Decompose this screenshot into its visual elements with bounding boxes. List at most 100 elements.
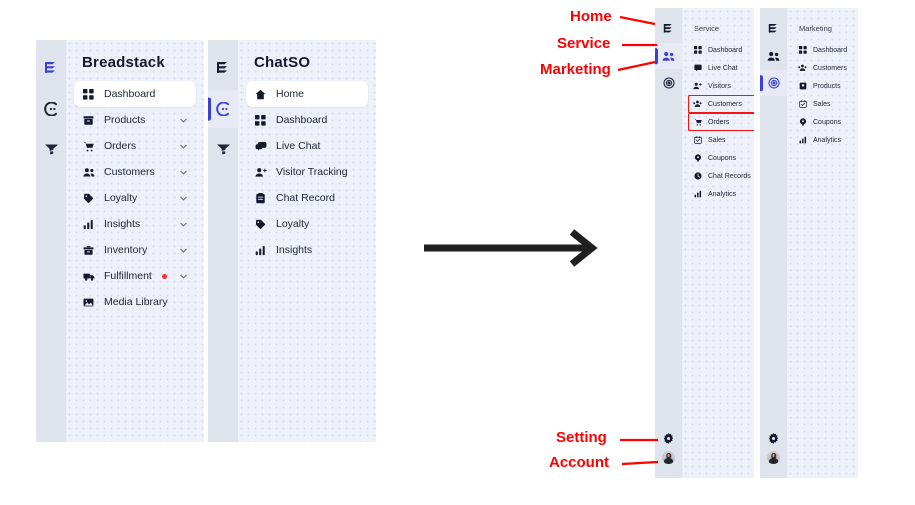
menu-item-dashboard[interactable]: Dashboard	[688, 41, 754, 59]
box-icon	[82, 114, 95, 127]
coupon-icon	[798, 118, 807, 127]
panel-marketing: Marketing Dashboard Customers Products	[760, 8, 858, 478]
panel-breadstack: Breadstack Dashboard Products	[36, 40, 204, 442]
menu-item-label: Coupons	[813, 118, 842, 126]
annotation-setting: Setting	[556, 429, 607, 446]
menu-item-customers[interactable]: Customers	[793, 59, 852, 77]
menu-item-analytics[interactable]: Analytics	[688, 185, 754, 203]
menu-item-dashboard[interactable]: Dashboard	[74, 81, 196, 107]
bar-chart-icon	[254, 244, 267, 257]
archive-icon	[82, 244, 95, 257]
menu-item-chat-records[interactable]: Chat Records	[688, 167, 754, 185]
avatar[interactable]	[767, 451, 780, 464]
menu-item-chat-record[interactable]: Chat Record	[246, 185, 368, 211]
clock-icon	[693, 172, 702, 181]
people-icon	[693, 100, 702, 109]
avatar[interactable]	[662, 451, 675, 464]
people-service-icon[interactable]	[655, 43, 682, 69]
menu-item-label: Insights	[104, 218, 141, 230]
menu-item-analytics[interactable]: Analytics	[793, 131, 852, 149]
people-service-icon[interactable]	[760, 43, 787, 69]
menu-item-visitors[interactable]: Visitors	[688, 77, 754, 95]
calendar-icon	[798, 100, 807, 109]
clipboard-icon	[254, 192, 267, 205]
stack-logo-icon[interactable]	[208, 50, 238, 88]
menu-item-loyalty[interactable]: Loyalty	[74, 185, 196, 211]
chatso-content: ChatSO Home Dashboard Live Chat	[238, 40, 376, 442]
breadstack-menu: Dashboard Products Orders	[66, 81, 204, 315]
menu-item-label: Visitors	[708, 82, 731, 90]
menu-item-sales[interactable]: Sales	[688, 131, 754, 149]
menu-item-orders[interactable]: Orders	[74, 133, 196, 159]
menu-item-visitor-tracking[interactable]: Visitor Tracking	[246, 159, 368, 185]
menu-item-label: Chat Record	[276, 192, 335, 204]
annotation-marketing: Marketing	[540, 61, 611, 78]
menu-item-label: Chat Records	[708, 172, 751, 180]
menu-item-label: Orders	[708, 118, 730, 126]
bar-chart-icon	[798, 136, 807, 145]
menu-item-media-library[interactable]: Media Library	[74, 289, 196, 315]
menu-item-products[interactable]: Products	[793, 77, 852, 95]
menu-item-live-chat[interactable]: Live Chat	[246, 133, 368, 159]
funnel-icon[interactable]	[36, 130, 66, 168]
menu-item-sales[interactable]: Sales	[793, 95, 852, 113]
menu-item-fulfillment[interactable]: Fulfillment	[74, 263, 196, 289]
service-brand: Service	[694, 24, 720, 33]
menu-item-dashboard[interactable]: Dashboard	[793, 41, 852, 59]
menu-item-label: Products	[104, 114, 146, 126]
box-icon	[798, 82, 807, 91]
menu-item-label: Analytics	[708, 190, 737, 198]
menu-item-dashboard[interactable]: Dashboard	[246, 107, 368, 133]
menu-item-label: Dashboard	[104, 88, 156, 100]
menu-item-live-chat[interactable]: Live Chat	[688, 59, 754, 77]
menu-item-label: Customers	[708, 100, 742, 108]
person-add-icon	[254, 166, 267, 179]
notification-badge	[162, 273, 167, 279]
menu-item-label: Loyalty	[104, 192, 138, 204]
menu-item-customers[interactable]: Customers	[688, 95, 754, 113]
annotation-account: Account	[549, 454, 609, 471]
coupon-icon	[693, 154, 702, 163]
chat-icon[interactable]	[208, 90, 238, 128]
menu-item-orders[interactable]: Orders	[688, 113, 754, 131]
menu-item-loyalty[interactable]: Loyalty	[246, 211, 368, 237]
chat-icon[interactable]	[36, 90, 66, 128]
menu-item-customers[interactable]: Customers	[74, 159, 196, 185]
breadstack-rail	[36, 40, 66, 442]
menu-item-coupons[interactable]: Coupons	[793, 113, 852, 131]
stack-logo-icon[interactable]	[760, 16, 787, 42]
menu-item-inventory[interactable]: Inventory	[74, 237, 196, 263]
menu-item-coupons[interactable]: Coupons	[688, 149, 754, 167]
service-menu: Dashboard Live Chat Visitors Customers	[682, 41, 754, 203]
chatso-brand: ChatSO	[254, 54, 311, 71]
menu-item-label: Loyalty	[276, 218, 310, 230]
chevron-down-icon	[179, 220, 188, 229]
calendar-icon	[693, 136, 702, 145]
home-icon	[254, 88, 267, 101]
stack-logo-icon[interactable]	[655, 16, 682, 42]
target-icon[interactable]	[760, 70, 787, 96]
panel-chatso: ChatSO Home Dashboard Live Chat	[208, 40, 376, 442]
service-rail	[655, 8, 682, 478]
person-add-icon	[693, 82, 702, 91]
menu-item-label: Live Chat	[708, 64, 738, 72]
chevron-down-icon	[179, 194, 188, 203]
menu-item-home[interactable]: Home	[246, 81, 368, 107]
bar-chart-icon	[82, 218, 95, 231]
menu-item-products[interactable]: Products	[74, 107, 196, 133]
gear-icon[interactable]	[768, 431, 779, 444]
menu-item-insights[interactable]: Insights	[246, 237, 368, 263]
menu-item-label: Orders	[104, 140, 137, 152]
menu-item-label: Products	[813, 82, 841, 90]
menu-item-label: Analytics	[813, 136, 842, 144]
menu-item-label: Visitor Tracking	[276, 166, 348, 178]
transition-arrow-icon	[420, 228, 610, 273]
stack-logo-icon[interactable]	[36, 50, 66, 88]
target-icon[interactable]	[655, 70, 682, 96]
service-content: Service Dashboard Live Chat Visitors	[682, 8, 754, 478]
menu-item-insights[interactable]: Insights	[74, 211, 196, 237]
marketing-brand: Marketing	[799, 24, 832, 33]
funnel-icon[interactable]	[208, 130, 238, 168]
gear-icon[interactable]	[663, 431, 674, 444]
grid-icon	[254, 114, 267, 127]
